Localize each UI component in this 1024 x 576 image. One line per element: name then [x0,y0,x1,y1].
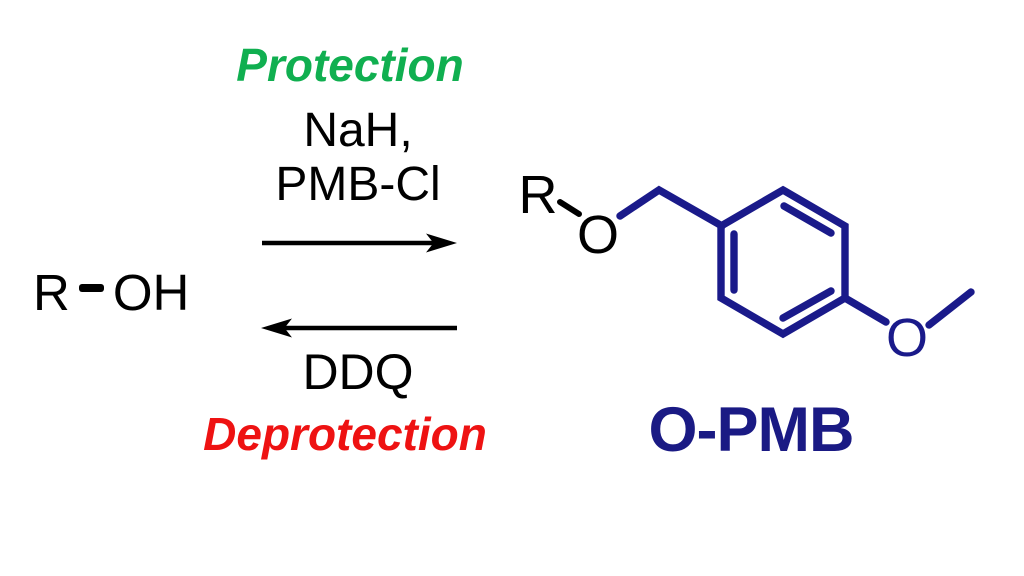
product-methoxy-o-label: O [886,308,928,368]
deprotection-label: Deprotection [203,408,487,460]
product-structure: R O O [519,165,975,368]
pmb-group [616,185,975,339]
product-ether-o-label: O [577,205,619,265]
forward-reagents: NaH, PMB-Cl [275,104,440,212]
ome-methyl-bond [925,288,975,329]
reactant-r-label: R [33,264,70,321]
double-bond-bottom [779,287,835,322]
product-r-label: R [519,165,558,225]
forward-reagent-line2: PMB-Cl [275,157,441,211]
r-oh-bond [78,283,104,292]
o-ch2-ring-bond [616,185,726,230]
forward-arrow-icon [262,233,457,253]
reactant-roh: R OH [33,263,189,322]
forward-reagent-line1: NaH, [303,104,413,157]
double-bond-top [780,202,835,237]
ring-ome-bond [841,294,890,326]
reverse-reagent: DDQ [302,344,414,400]
forward-arrow-head [426,233,457,253]
reverse-arrow-icon [261,318,457,338]
r-o-bond [557,199,582,217]
product-name: O-PMB [648,395,855,465]
reverse-arrow-head [261,318,292,338]
protection-label: Protection [236,39,464,91]
benzene-ring [717,185,849,339]
reactant-oh-label: OH [112,264,190,321]
